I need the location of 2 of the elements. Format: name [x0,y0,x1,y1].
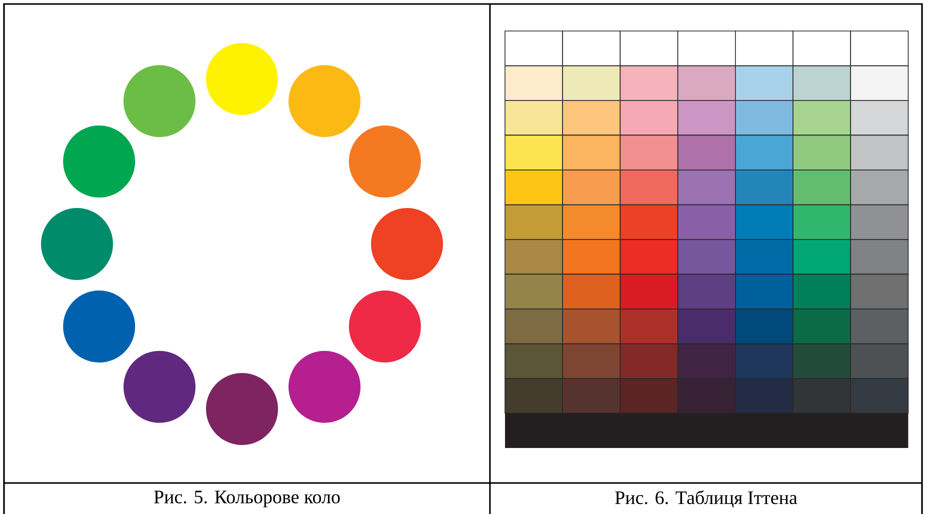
figure-caption: Рис. 6. Таблиця Іттена [615,490,798,508]
figure-caption: Рис. 5. Кольорове коло [154,490,340,508]
